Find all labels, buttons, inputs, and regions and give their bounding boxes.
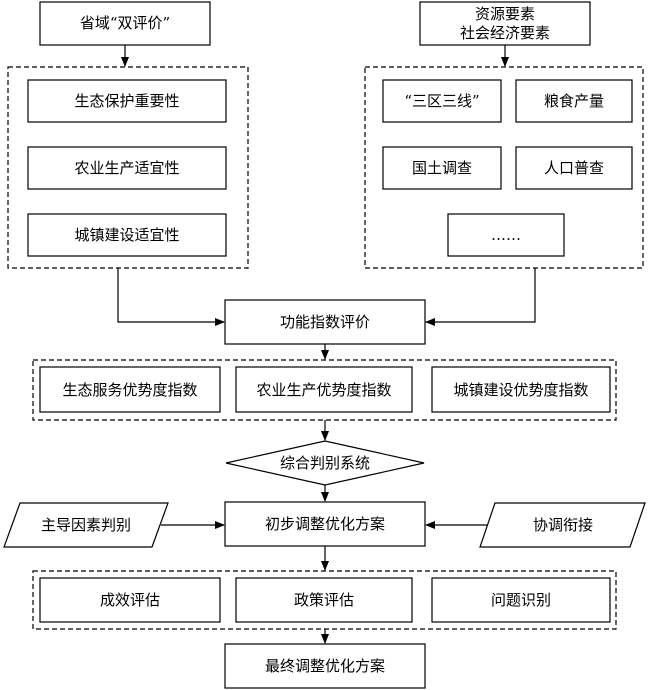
left-item-label-1: 生态保护重要性 xyxy=(74,92,179,110)
resources-label-line1: 资源要素 xyxy=(475,5,535,23)
left-item-label-2: 农业生产适宜性 xyxy=(74,159,179,177)
index-label-2: 农业生产优势度指数 xyxy=(256,381,391,399)
decision-label: 综合判别系统 xyxy=(280,454,370,472)
left-item-box-1 xyxy=(27,79,227,123)
assessment-label-3: 问题识别 xyxy=(491,591,551,609)
final-label: 最终调整优化方案 xyxy=(265,657,385,675)
index-label-1: 生态服务优势度指数 xyxy=(62,381,197,399)
left-item-box-2 xyxy=(27,146,227,190)
decision-diamond xyxy=(225,440,425,486)
right-item-label-1: “三区三线” xyxy=(404,92,479,110)
left-item-box-3 xyxy=(27,213,227,257)
right-item-box-5 xyxy=(447,213,565,257)
left-item-label-3: 城镇建设适宜性 xyxy=(74,226,179,244)
index-box-3 xyxy=(431,366,611,413)
left-input-label: 主导因素判别 xyxy=(41,516,131,534)
right-group-container xyxy=(364,66,644,269)
right-input-label: 协调衔接 xyxy=(533,516,593,534)
right-item-box-3 xyxy=(382,146,502,190)
resources-label-line2: 社会经济要素 xyxy=(460,24,550,42)
right-item-label-5: …… xyxy=(491,226,521,244)
assessment-label-1: 成效评估 xyxy=(100,591,160,609)
assessment-box-3 xyxy=(431,577,611,623)
right-item-label-3: 国土调查 xyxy=(412,159,472,177)
index-box-2 xyxy=(235,366,413,413)
province-evaluation-label: 省域“双评价” xyxy=(80,14,170,32)
assessment-box-1 xyxy=(39,577,221,623)
left-input-parallelogram xyxy=(3,502,169,548)
indices-container xyxy=(32,359,617,421)
right-item-box-2 xyxy=(515,79,633,123)
index-box-1 xyxy=(39,366,221,413)
arrow-right-group-to-function xyxy=(425,268,536,326)
right-item-label-2: 粮食产量 xyxy=(544,92,604,110)
right-item-label-4: 人口普查 xyxy=(544,159,604,177)
right-input-parallelogram xyxy=(479,502,646,548)
assessment-box-2 xyxy=(235,577,413,623)
preliminary-label: 初步调整优化方案 xyxy=(265,515,385,533)
left-group-container xyxy=(7,66,249,269)
right-item-box-4 xyxy=(515,146,633,190)
arrow-left-group-to-function xyxy=(117,268,225,326)
right-item-box-1 xyxy=(382,79,502,123)
final-box xyxy=(224,643,426,689)
index-label-3: 城镇建设优势度指数 xyxy=(453,381,588,399)
assessment-label-2: 政策评估 xyxy=(294,591,354,609)
function-eval-label: 功能指数评价 xyxy=(280,313,370,331)
